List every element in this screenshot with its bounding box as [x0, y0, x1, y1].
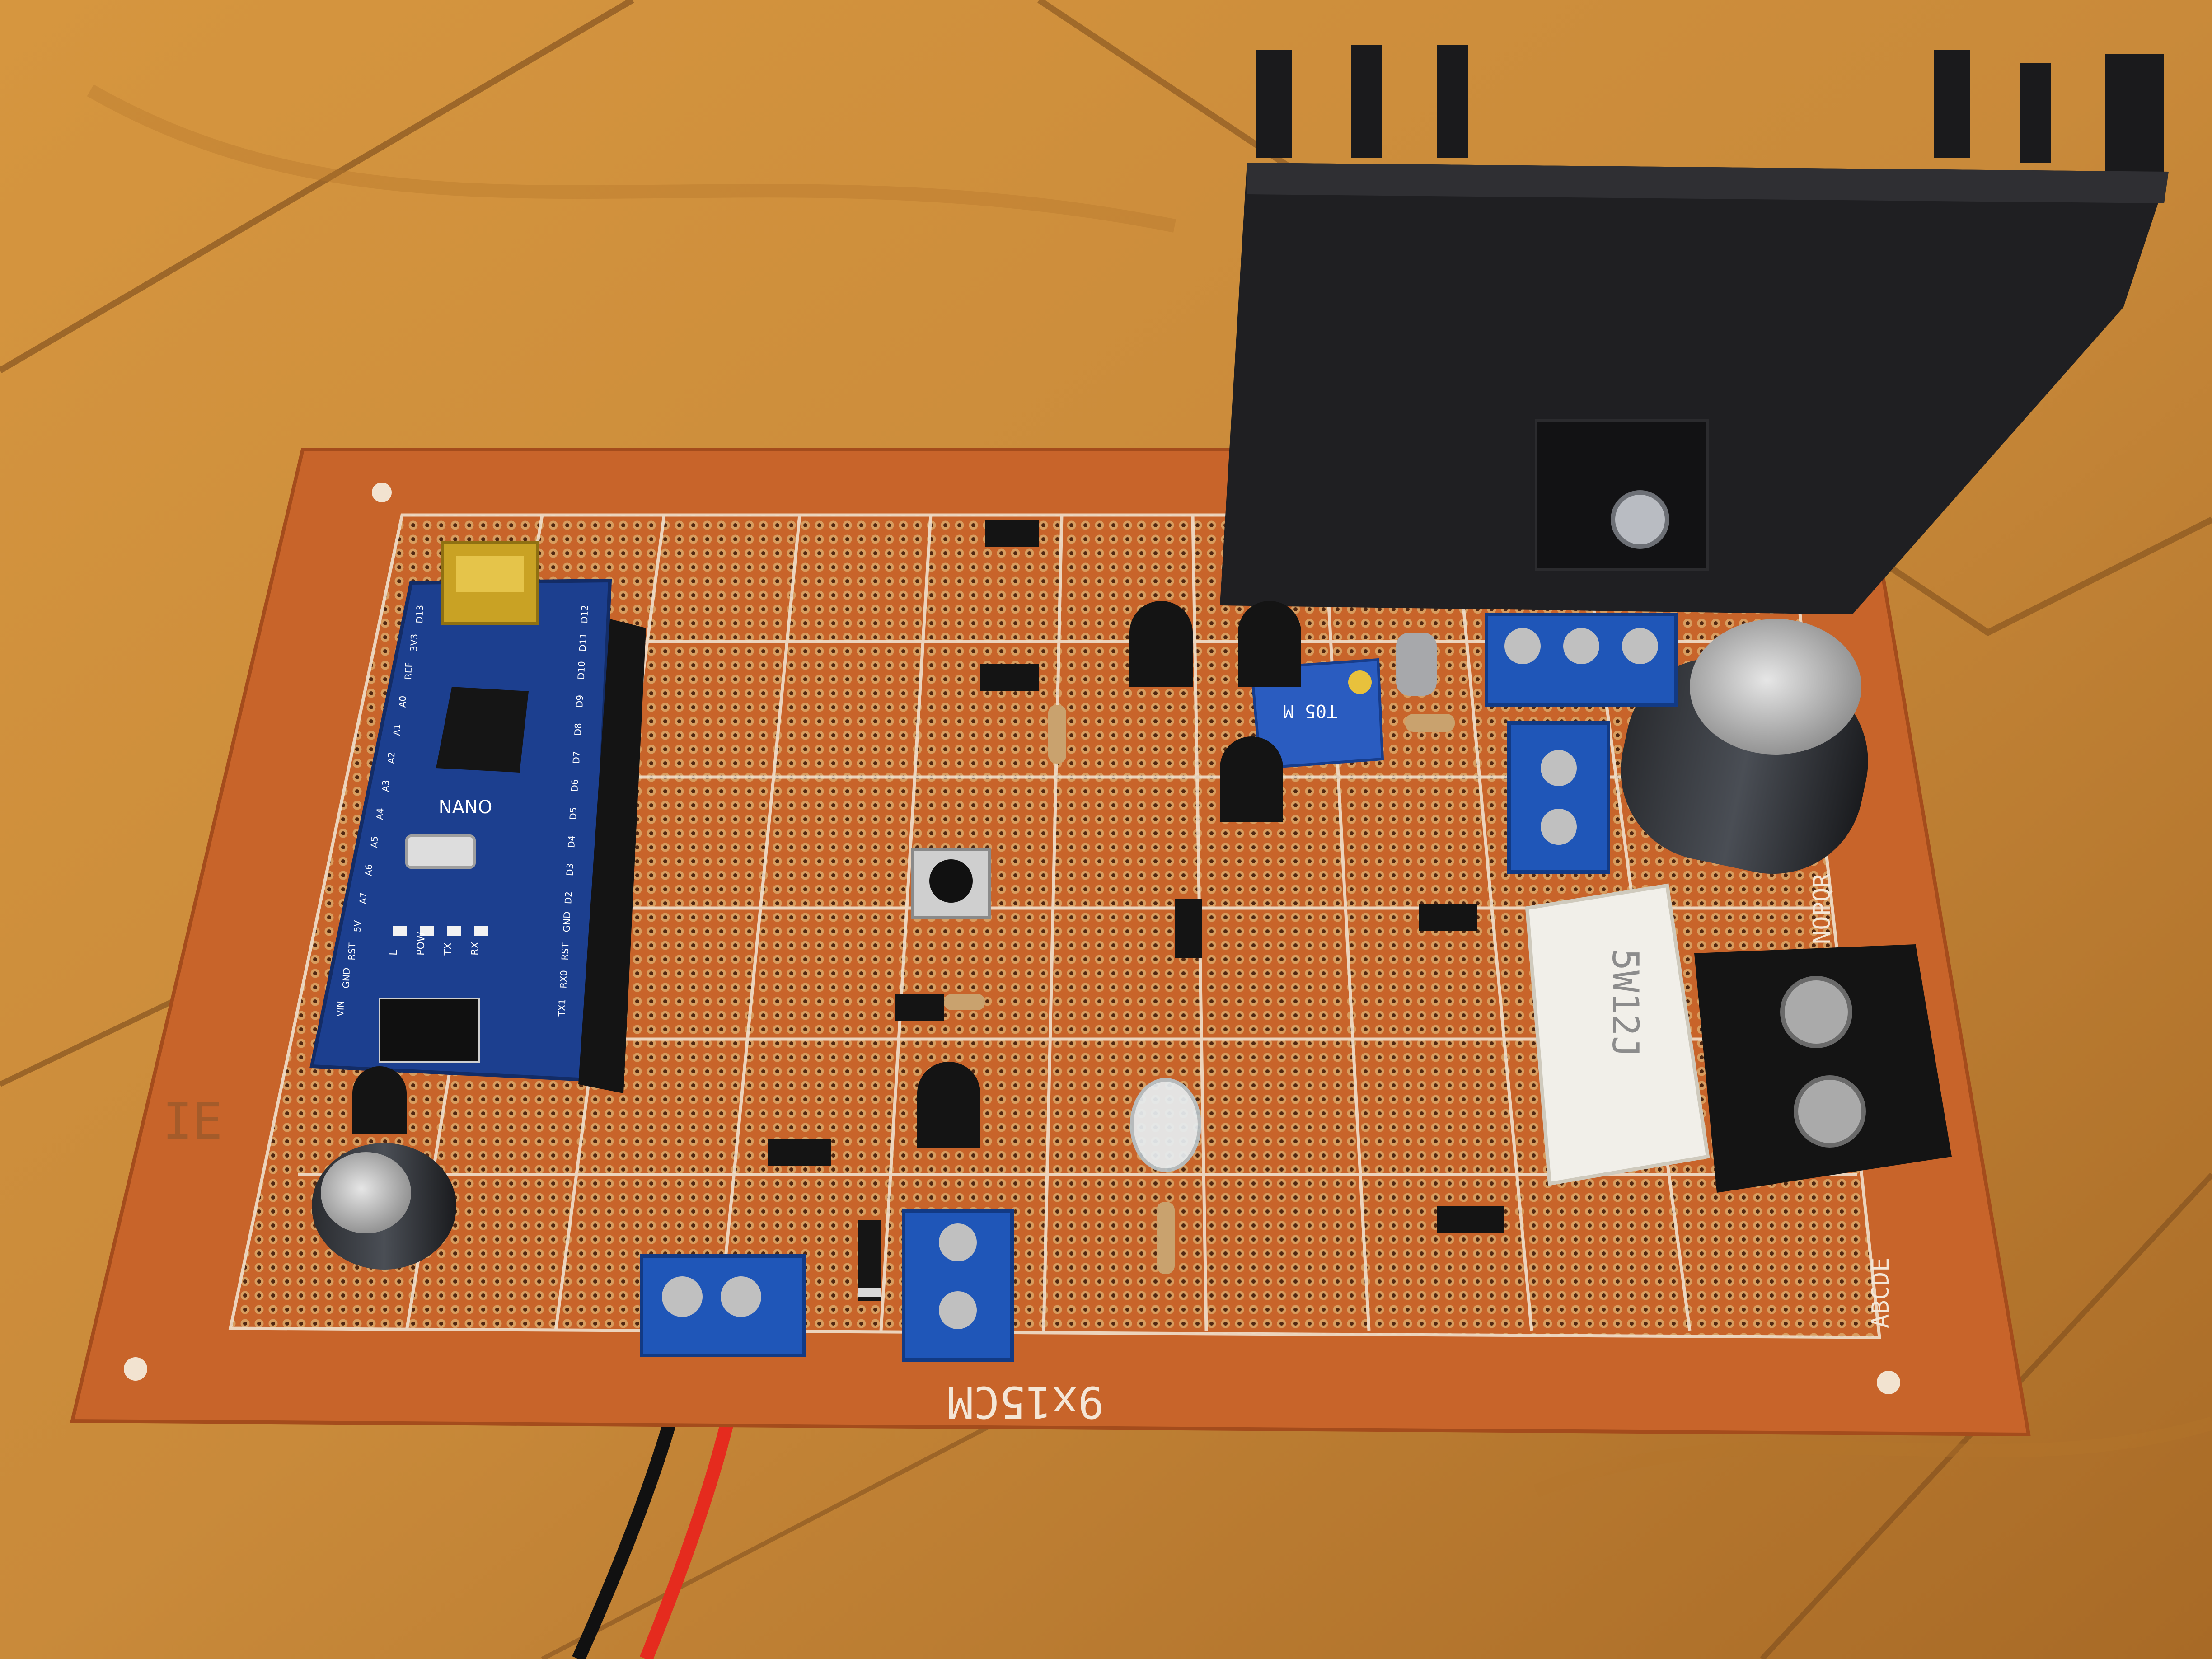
- screw-icon: [1780, 976, 1852, 1048]
- pin-label: TX1: [556, 999, 567, 1017]
- pin-label: A6: [363, 864, 375, 876]
- pin-label: D11: [577, 633, 588, 652]
- pin-label: GND: [561, 911, 573, 933]
- pin-headers: [768, 520, 1504, 1233]
- board-size-label: 9x15CM: [947, 1377, 1104, 1427]
- pin-label: D6: [569, 779, 581, 792]
- barrier-terminal: [1694, 944, 1952, 1193]
- led-label-rx: RX: [469, 942, 481, 956]
- pin-label: REF: [403, 662, 414, 680]
- power-resistor: 5W12J: [1525, 883, 1710, 1186]
- pin-label: RX0: [558, 970, 569, 989]
- power-resistor-marking: 5W12J: [1604, 949, 1646, 1058]
- pin-label: A2: [386, 752, 397, 764]
- terminal-2pin-input: [640, 1254, 806, 1357]
- mcu-chip: [436, 687, 529, 773]
- voltage-regulator: [1535, 419, 1709, 571]
- diode: [858, 1220, 881, 1301]
- pin-label: D7: [571, 751, 582, 764]
- led: [1130, 1078, 1201, 1172]
- trimmer-marking: T05 M: [1283, 700, 1337, 721]
- pin-label: D8: [572, 723, 584, 736]
- pin-label: D5: [567, 807, 579, 820]
- screw-icon: [1794, 1075, 1866, 1148]
- led-label-l: L: [388, 949, 399, 956]
- terminal-2pin-mid: [1507, 721, 1610, 874]
- pin-label: D12: [579, 605, 590, 624]
- pin-label: D9: [574, 695, 585, 708]
- transistors: [352, 601, 1301, 1148]
- reset-button: [405, 834, 476, 869]
- pin-label: D2: [562, 891, 574, 904]
- pin-label: D13: [414, 605, 425, 624]
- pin-label: A7: [357, 892, 369, 904]
- large-capacitor: [1621, 619, 1868, 874]
- pin-label: D10: [576, 661, 587, 680]
- silkscreen-mark: IE: [163, 1092, 222, 1150]
- pin-label: RST: [346, 942, 357, 960]
- pin-label: GND: [341, 967, 352, 989]
- pin-label: VIN: [335, 1001, 346, 1017]
- terminal-2pin-bottom: [902, 1209, 1014, 1362]
- heatsink: [1220, 45, 2169, 614]
- push-button: [911, 848, 991, 919]
- pin-label: 5V: [352, 920, 363, 933]
- resistors: [944, 633, 1455, 1274]
- pin-label: D4: [566, 835, 577, 848]
- screw-icon: [1611, 490, 1669, 549]
- arduino-name: NANO: [439, 797, 492, 818]
- pin-label: A1: [391, 724, 403, 736]
- pin-label: A3: [380, 780, 391, 792]
- pin-label: D3: [564, 863, 576, 876]
- pin-label: RST: [559, 942, 571, 960]
- pin-label: A5: [369, 836, 380, 848]
- small-capacitor: [312, 1143, 456, 1270]
- pin-label: A4: [375, 808, 386, 820]
- pin-label: A0: [397, 695, 408, 708]
- pin-label: 3V3: [408, 633, 420, 651]
- row-letters-upper: NOPQR: [1809, 873, 1836, 944]
- terminal-3pin-top: [1485, 613, 1678, 707]
- led-label-pow: POW: [415, 932, 427, 956]
- led-label-tx: TX: [442, 942, 454, 956]
- row-letters: ABCDE: [1867, 1257, 1894, 1328]
